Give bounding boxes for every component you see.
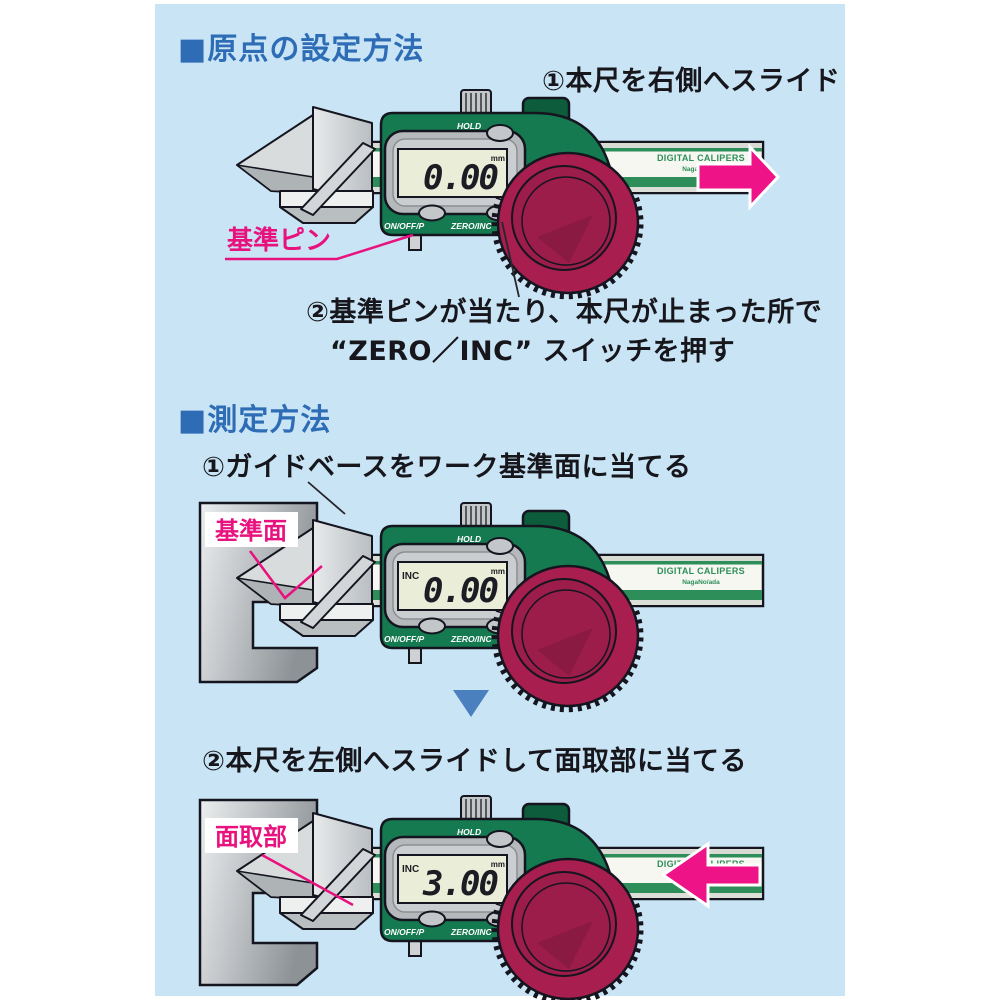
pin-label: 基準ピン bbox=[227, 225, 331, 256]
caliper-illustration-origin: 0.00 mm 基準ピン bbox=[225, 85, 781, 300]
lcd-value-origin: 0.00 bbox=[423, 158, 497, 198]
origin-section-heading: ■原点の設定方法 bbox=[178, 32, 425, 67]
caliper-illustration-chamfer: INC 3.00 mm 面取部 bbox=[198, 788, 805, 1000]
pin-callout-line bbox=[225, 233, 414, 261]
surface-label-box bbox=[205, 512, 298, 547]
lcd-unit-chamfer: mm bbox=[491, 860, 505, 869]
guidebase-callout-line bbox=[307, 481, 346, 515]
surface-callout-line bbox=[248, 550, 323, 600]
slide-right-arrow-icon bbox=[696, 143, 781, 211]
chamfer-label: 面取部 bbox=[215, 823, 287, 851]
measure-step1-text: ①ガイドベースをワーク基準面に当てる bbox=[202, 452, 692, 483]
chamfer-callout-line bbox=[261, 853, 354, 907]
chamfer-label-box bbox=[205, 818, 298, 853]
down-arrow-icon bbox=[453, 690, 489, 717]
chamfer-callout: 面取部 bbox=[205, 818, 354, 907]
origin-step1-text: ①本尺を右側へスライド bbox=[542, 66, 841, 97]
pin-callout: 基準ピン bbox=[225, 225, 414, 261]
lcd-unit-origin: mm bbox=[491, 154, 505, 163]
lcd-mode-chamfer: INC bbox=[402, 864, 419, 875]
measure-step2-text: ②本尺を左側へスライドして面取部に当てる bbox=[202, 746, 748, 777]
lcd-value-reference: 0.00 bbox=[423, 571, 497, 611]
caliper-illustration-reference: INC 0.00 mm 基準面 bbox=[198, 481, 805, 710]
surface-callout: 基準面 bbox=[205, 512, 323, 600]
origin-step2-line2: “ZERO／INC” スイッチを押す bbox=[330, 336, 736, 367]
measure-section-heading: ■測定方法 bbox=[178, 403, 332, 438]
surface-label: 基準面 bbox=[215, 517, 287, 545]
zeroinc-callout-line bbox=[501, 221, 520, 298]
slide-left-arrow-icon bbox=[660, 841, 762, 909]
origin-step2-line1: ②基準ピンが当たり、本尺が止まった所で bbox=[306, 297, 823, 328]
lcd-unit-reference: mm bbox=[491, 567, 505, 576]
lcd-mode-reference: INC bbox=[402, 571, 419, 582]
lcd-value-chamfer: 3.00 bbox=[422, 864, 497, 904]
